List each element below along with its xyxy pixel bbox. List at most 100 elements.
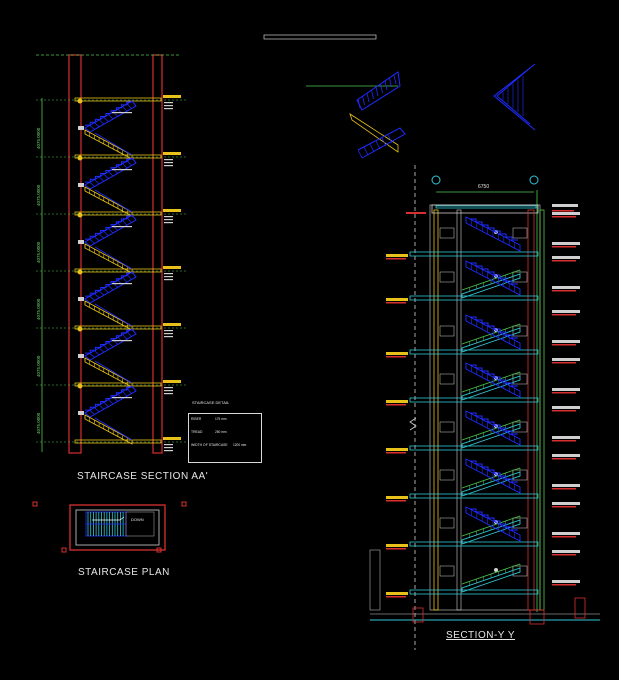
landing-level-mark [552, 212, 580, 215]
floor-level-note [552, 488, 576, 490]
section-aa-floor-slab [74, 382, 162, 387]
section-aa-floor-slab [74, 211, 162, 216]
flight-note [112, 169, 132, 171]
floor-slab [409, 251, 539, 257]
footing-detail [529, 609, 545, 625]
level-note [164, 159, 173, 161]
foundation-detail [574, 597, 586, 619]
floor-level-note [386, 500, 406, 502]
floor-level-mark-left [386, 544, 408, 547]
flight-note [112, 112, 132, 114]
footing-detail [412, 607, 424, 623]
landing-marker [77, 269, 83, 275]
grid-bubble [431, 175, 441, 185]
section-aa-left-wall [68, 54, 82, 454]
level-note [164, 216, 173, 218]
small-stair-hatch [366, 92, 370, 103]
plan-down-label: DOWN [131, 517, 144, 522]
landing-marker [77, 98, 83, 104]
stair-hatch [122, 106, 128, 112]
floor-level-note [386, 452, 406, 454]
column-right-green [539, 209, 545, 611]
floor-level-mark-left [386, 496, 408, 499]
floor-level-mark-right [552, 340, 580, 343]
floor-level-note [386, 356, 406, 358]
level-note [164, 387, 173, 389]
level-note [164, 273, 173, 275]
stair-hatch [122, 391, 128, 397]
opening [439, 227, 455, 239]
yy-stair-steps [470, 364, 518, 387]
landing-marker [77, 155, 83, 161]
landing-note [78, 183, 84, 187]
flight-note [112, 340, 132, 342]
small-stair-hatch [375, 140, 381, 150]
level-dimension-text: 4075.0000 [36, 412, 41, 434]
detail-row-key: WIDTH OF STAIRCASE [191, 443, 228, 447]
stair-hatch [94, 236, 100, 242]
stair-hatch [127, 160, 132, 166]
stair-hatch [122, 163, 128, 169]
detail-row-key: RISER [191, 417, 202, 421]
landing-note [78, 297, 84, 301]
opening [512, 227, 528, 239]
yy-stair-steps [470, 218, 518, 241]
level-note [164, 222, 173, 224]
small-stair-detail [356, 71, 401, 111]
stair-hatch [127, 217, 132, 223]
plan-corner-mark [181, 501, 187, 507]
stair-hatch [131, 271, 137, 278]
stair-hatch [98, 290, 105, 296]
stair-hatch [103, 173, 109, 179]
small-stair-hatch [362, 95, 365, 106]
stair-hatch [131, 385, 137, 392]
level-dimension-text: 4075.0000 [36, 298, 41, 320]
stair-hatch [108, 285, 114, 291]
floor-level-mark-left [386, 352, 408, 355]
small-stair-hatch [357, 98, 361, 109]
landing-level-note [552, 362, 576, 364]
detail-row-key: TREAD [191, 430, 203, 434]
stair-hatch [89, 182, 95, 187]
level-marker [163, 380, 181, 383]
landing-note [78, 411, 84, 415]
floor-marker [494, 568, 498, 572]
level-marker [163, 95, 181, 98]
detail-table-title: STAIRCASE DETAIL [192, 400, 230, 405]
stair-rail-lower [94, 417, 133, 441]
floor-slab [409, 295, 539, 301]
section-yy-building [429, 204, 541, 611]
level-dimension-text: 4075.0000 [36, 127, 41, 149]
stair-hatch [98, 404, 105, 410]
stair-hatch [131, 157, 137, 164]
level-note [164, 108, 173, 110]
chevron-detail [496, 67, 531, 125]
stair-hatch [89, 296, 95, 301]
small-stair-hatch [389, 77, 392, 88]
landing-marker [77, 326, 83, 332]
plan-inner-wall [75, 509, 160, 546]
section-aa-title: STAIRCASE SECTION AA' [77, 471, 209, 482]
floor-slab [409, 445, 539, 451]
small-stair-hatch [363, 146, 369, 156]
level-dimension-text: 4075.0000 [36, 241, 41, 263]
overall-dimension-label: 6750 [478, 184, 490, 190]
top-slab [431, 204, 539, 214]
opening [439, 373, 455, 385]
small-stair-hatch [381, 137, 387, 147]
floor-level-note [386, 548, 406, 550]
stair-hatch [108, 228, 114, 234]
stair-hatch [89, 239, 95, 244]
section-aa-floor-slab [74, 268, 162, 273]
stair-hatch [103, 287, 109, 293]
yy-stair-steps [470, 262, 518, 285]
top-level-mark [406, 212, 426, 214]
opening [439, 469, 455, 481]
level-marker [163, 323, 181, 326]
small-stair-hatch [384, 80, 388, 91]
landing-level-note [552, 216, 576, 218]
stair-hatch [94, 350, 100, 356]
plan-corner-mark [32, 501, 38, 507]
landing-level-mark [552, 310, 580, 313]
level-note [164, 447, 173, 449]
